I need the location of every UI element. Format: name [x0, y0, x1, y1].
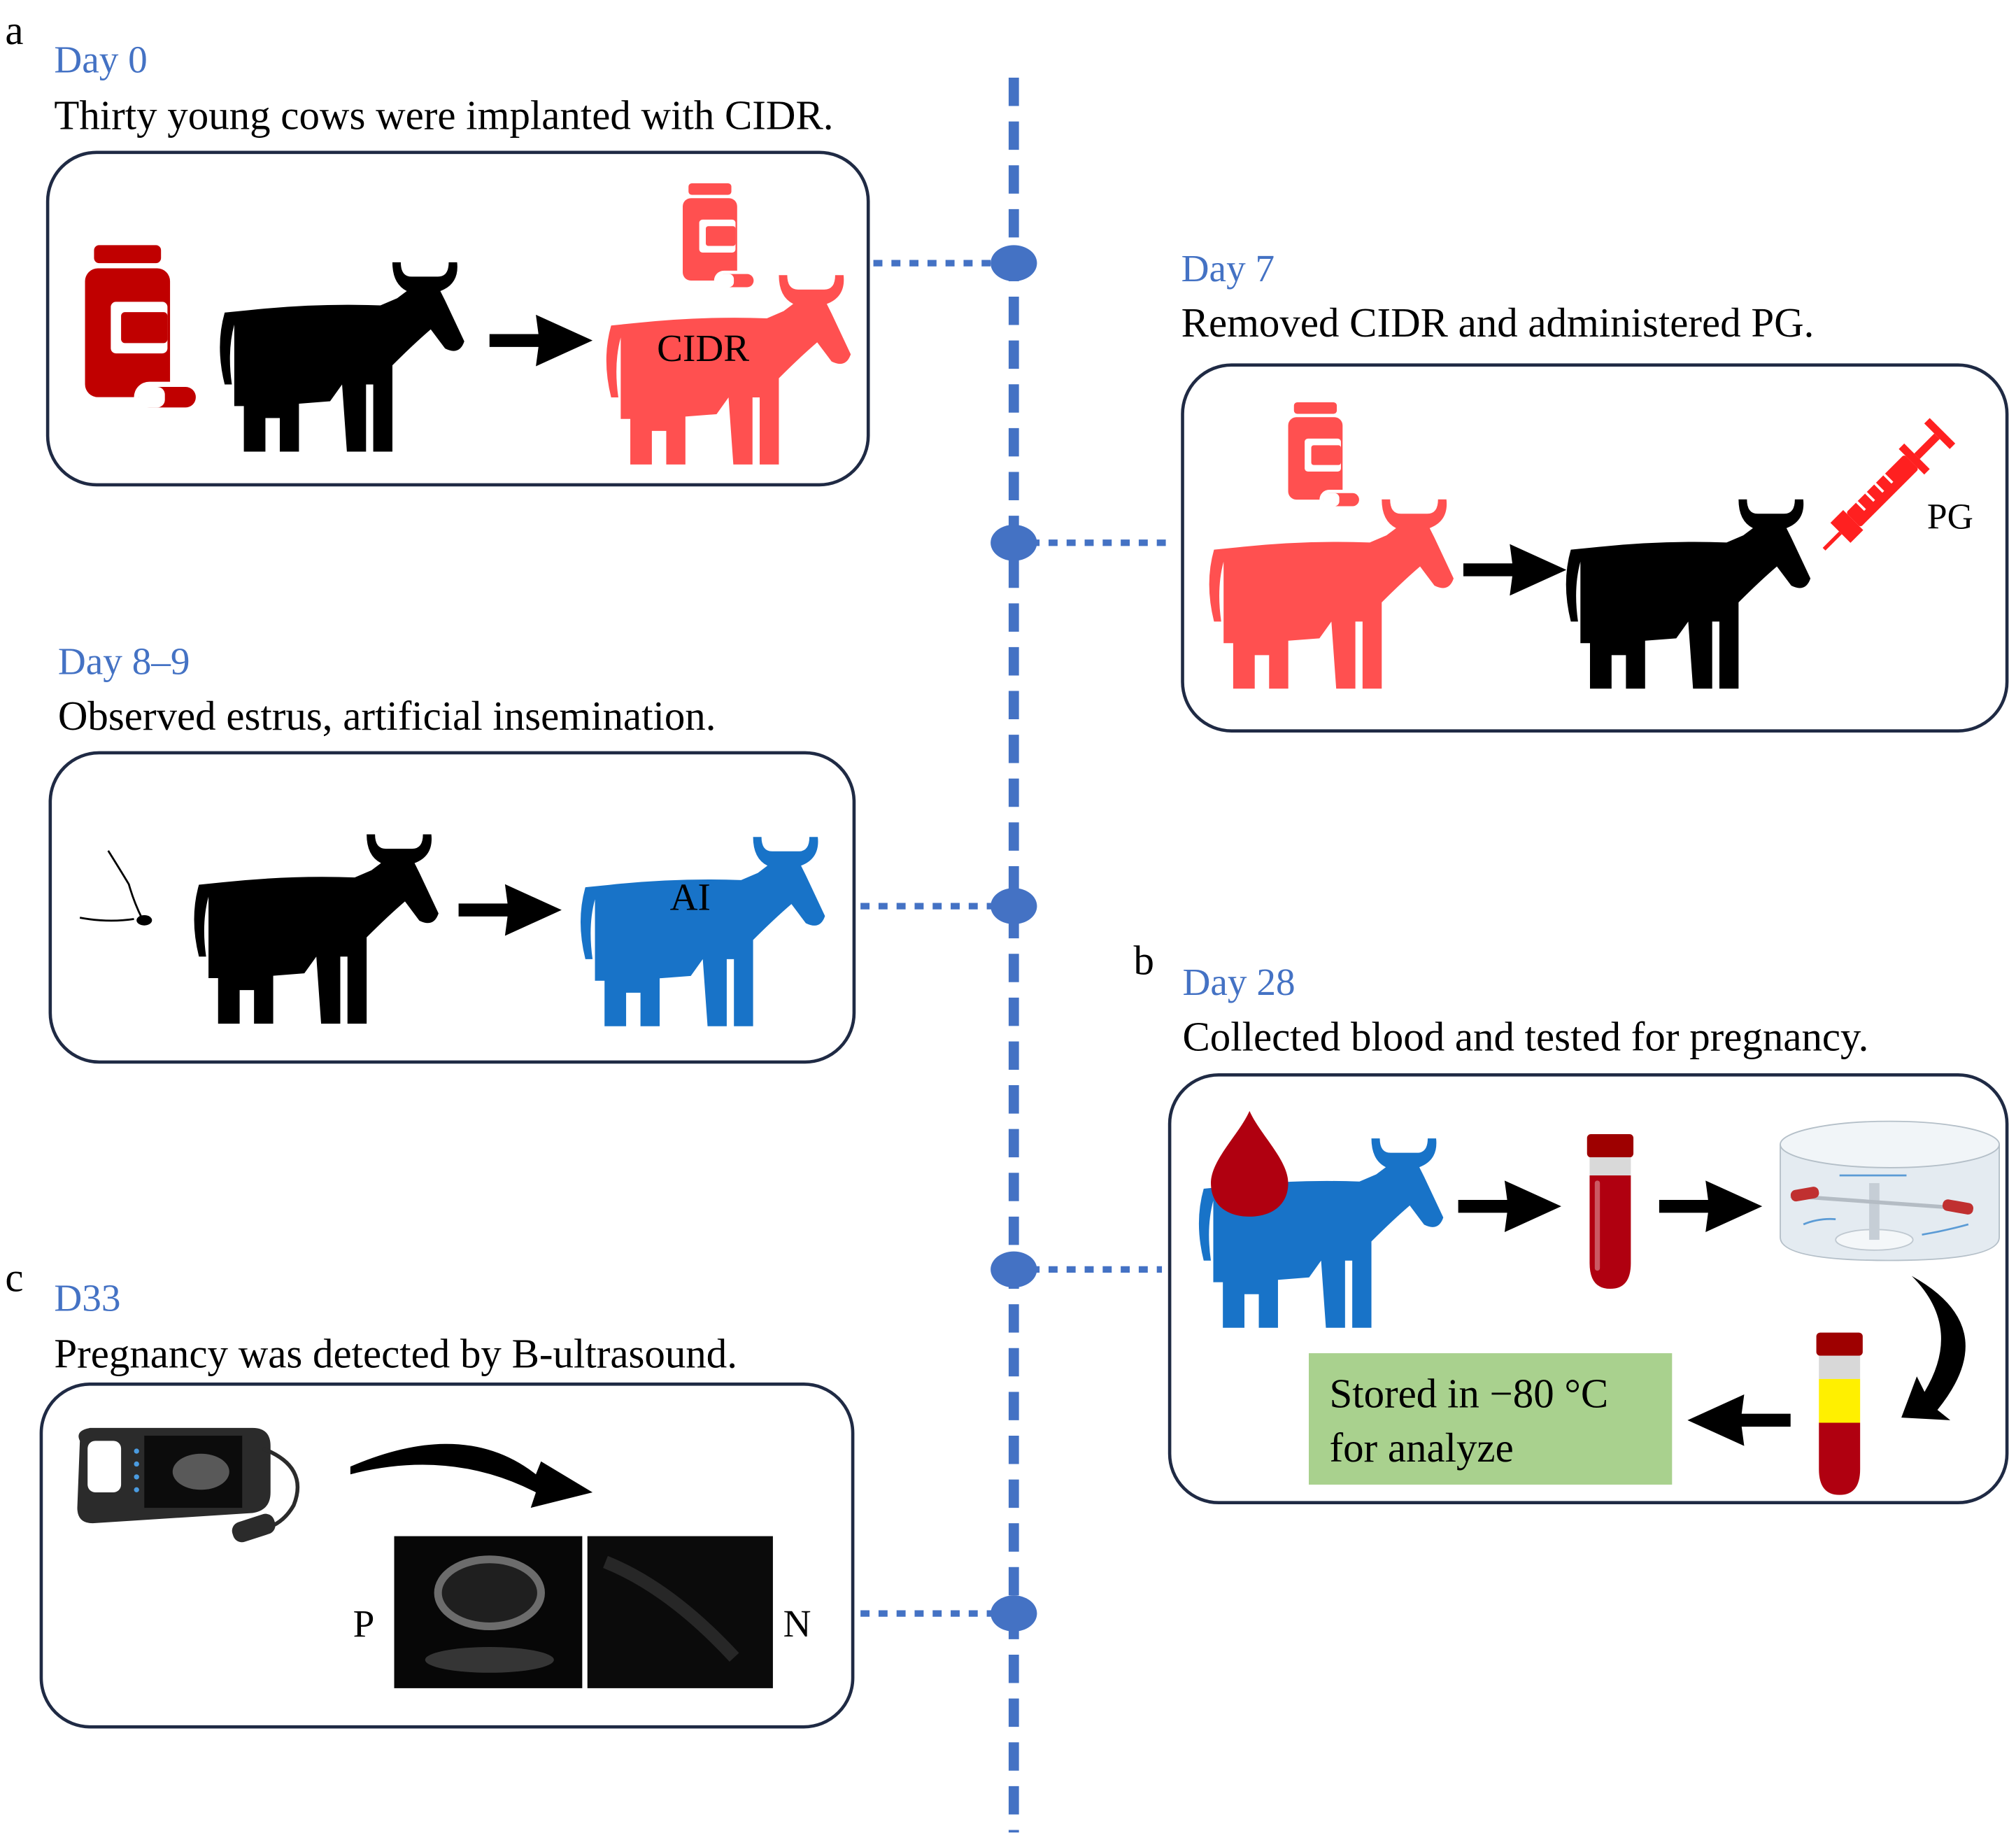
timeline-node-d33: [991, 1595, 1037, 1632]
arrow-right-icon: [458, 884, 562, 936]
ultrasound-negative-label: N: [783, 1602, 811, 1645]
arrow-right-icon: [1463, 544, 1567, 596]
day7-description: Removed CIDR and administered PG.: [1181, 299, 1815, 346]
day7-day-label: Day 7: [1181, 247, 1275, 290]
storage-note-line1: Stored in −80 °C: [1329, 1370, 1608, 1416]
step-d33: D33 Pregnancy was detected by B-ultrasou…: [39, 1276, 855, 1729]
d33-description: Pregnancy was detected by B-ultrasound.: [54, 1330, 737, 1376]
panel-label-b: b: [1134, 938, 1154, 984]
day28-description: Collected blood and tested for pregnancy…: [1183, 1013, 1869, 1059]
black-cow-icon: [1566, 499, 1811, 689]
serum-tube-icon: [1816, 1332, 1863, 1495]
step-day8-9: Day 8–9 Observed estrus, artificial inse…: [48, 640, 856, 1064]
day0-box: [45, 150, 870, 487]
day7-box: [1181, 363, 2009, 733]
day0-day-label: Day 0: [54, 38, 147, 81]
arrow-right-icon: [1659, 1180, 1763, 1232]
step-day7: Day 7 Removed CIDR and administered PG. …: [1181, 247, 2009, 733]
timeline: [860, 77, 1175, 1833]
arrow-right-icon: [489, 314, 593, 367]
sperm-icon: [79, 850, 152, 926]
blood-tube-icon: [1586, 1134, 1634, 1289]
storage-note-box: [1308, 1353, 1673, 1485]
timeline-node-day28: [991, 1251, 1037, 1288]
curved-arrow-icon: [350, 1443, 593, 1508]
day0-description: Thirty young cows were implanted with CI…: [54, 92, 833, 139]
ultrasound-device-icon: [77, 1427, 300, 1543]
red-cow-icon: [606, 275, 851, 465]
panel-label-a: a: [5, 7, 23, 53]
centrifuge-icon: [1780, 1120, 2000, 1261]
black-cow-icon: [194, 834, 439, 1024]
arrow-left-icon: [1687, 1394, 1791, 1446]
d33-box: [39, 1382, 855, 1729]
timeline-node-day8-9: [991, 888, 1037, 924]
black-cow-icon: [220, 262, 464, 452]
d33-day-label: D33: [54, 1276, 120, 1319]
pg-syringe-icon: [1822, 418, 1956, 551]
step-day28: Day 28 Collected blood and tested for pr…: [1167, 961, 2009, 1505]
arrow-right-icon: [1458, 1180, 1561, 1232]
cidr-bottle-small-icon: [683, 183, 758, 291]
blood-drop-icon: [1211, 1110, 1289, 1217]
timeline-connectors: [860, 260, 1175, 1617]
curved-arrow-icon: [1901, 1275, 1966, 1420]
day8-9-day-label: Day 8–9: [58, 640, 190, 683]
cidr-bottle-small-icon: [1288, 402, 1363, 510]
ultrasound-positive-label: P: [353, 1602, 375, 1645]
cidr-bottle-icon: [85, 245, 201, 413]
day7-syringe-label: PG: [1927, 497, 1973, 537]
timeline-node-day0: [991, 245, 1037, 281]
day8-9-description: Observed estrus, artificial insemination…: [58, 693, 716, 739]
storage-note-line2: for analyze: [1329, 1425, 1513, 1471]
red-cow-icon: [1209, 499, 1454, 689]
panel-label-c: c: [5, 1254, 23, 1301]
day28-day-label: Day 28: [1183, 961, 1296, 1003]
step-day0: Day 0 Thirty young cows were implanted w…: [45, 38, 870, 487]
day0-cow-label: CIDR: [657, 327, 749, 369]
day8-9-cow-label: AI: [670, 876, 711, 919]
timeline-node-day7: [991, 524, 1037, 561]
day28-box: [1167, 1073, 2009, 1505]
blue-cow-icon: [580, 837, 825, 1026]
day8-9-box: [48, 751, 856, 1064]
